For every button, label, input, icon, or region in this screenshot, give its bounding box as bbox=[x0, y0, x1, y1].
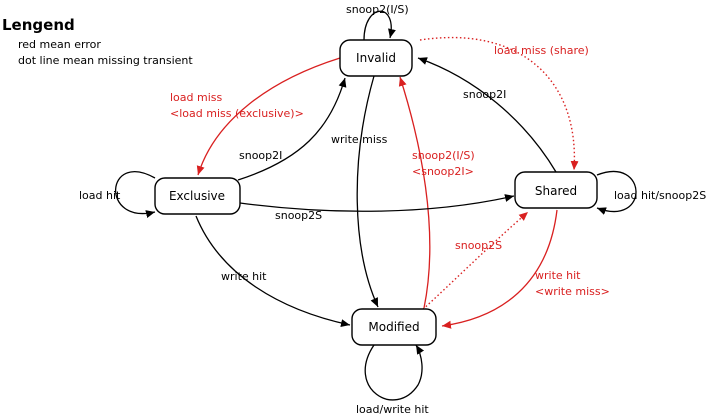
label-modified-to-invalid-1: snoop2(I/S) bbox=[412, 149, 475, 162]
label-shared-self: load hit/snoop2S bbox=[614, 189, 706, 202]
label-shared-to-modified-1: write hit bbox=[535, 269, 581, 282]
edge-exclusive-to-modified bbox=[195, 215, 351, 328]
state-shared: Shared bbox=[514, 171, 598, 209]
edge-invalid-to-shared bbox=[419, 36, 579, 171]
edge-shared-to-modified bbox=[441, 209, 558, 329]
label-shared-to-modified-2: <write miss> bbox=[535, 285, 610, 298]
state-exclusive: Exclusive bbox=[154, 177, 241, 215]
state-exclusive-label: Exclusive bbox=[169, 189, 225, 203]
label-exclusive-to-shared: snoop2S bbox=[275, 209, 322, 222]
label-invalid-to-exclusive-1: load miss bbox=[170, 91, 223, 104]
state-invalid: Invalid bbox=[339, 39, 413, 77]
edge-invalid-to-exclusive bbox=[196, 57, 341, 176]
legend-line-red: red mean error bbox=[18, 38, 101, 51]
label-invalid-to-modified: write miss bbox=[331, 133, 388, 146]
edge-exclusive-to-invalid bbox=[237, 77, 347, 181]
label-exclusive-to-invalid: snoop2I bbox=[239, 149, 282, 162]
legend: Lengend red mean error dot line mean mis… bbox=[2, 16, 193, 67]
label-shared-to-invalid: snoop2I bbox=[463, 88, 506, 101]
edge-exclusive-self bbox=[114, 171, 156, 218]
edge-modified-self bbox=[364, 344, 425, 401]
edge-modified-to-invalid bbox=[398, 76, 431, 309]
legend-title: Lengend bbox=[2, 16, 75, 34]
label-invalid-self: snoop2(I/S) bbox=[346, 3, 409, 16]
label-modified-self: load/write hit bbox=[356, 403, 429, 416]
state-invalid-label: Invalid bbox=[356, 51, 396, 65]
edge-exclusive-to-shared bbox=[239, 194, 515, 212]
edge-invalid-to-modified bbox=[356, 75, 379, 308]
edge-shared-self bbox=[596, 170, 637, 215]
label-invalid-to-exclusive-2: <load miss (exclusive)> bbox=[170, 107, 304, 120]
label-invalid-to-shared: load miss (share) bbox=[494, 44, 589, 57]
edge-shared-to-invalid bbox=[417, 57, 557, 173]
legend-line-dot: dot line mean missing transient bbox=[18, 54, 193, 67]
label-exclusive-to-modified: write hit bbox=[221, 270, 267, 283]
state-modified: Modified bbox=[351, 308, 437, 346]
label-modified-to-shared: snoop2S bbox=[455, 239, 502, 252]
label-exclusive-self: load hit bbox=[79, 189, 121, 202]
edge-invalid-self bbox=[363, 10, 396, 41]
state-shared-label: Shared bbox=[535, 184, 577, 198]
label-modified-to-invalid-2: <snoop2I> bbox=[412, 165, 474, 178]
edge-modified-to-shared bbox=[419, 211, 529, 313]
state-modified-label: Modified bbox=[368, 320, 419, 334]
